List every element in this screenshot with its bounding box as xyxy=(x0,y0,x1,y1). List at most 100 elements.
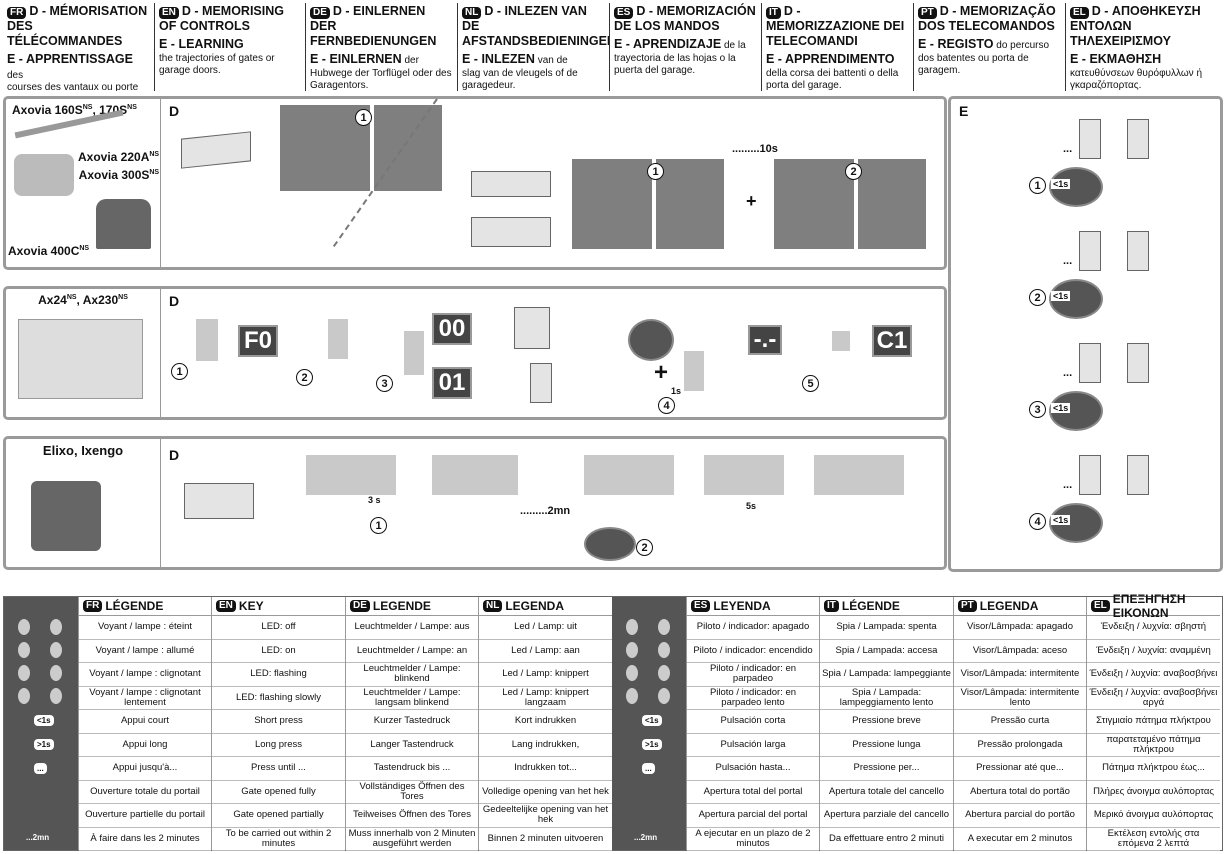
section-d-title: D - MEMORIZAÇÃO DOS TELECOMANDOS xyxy=(918,4,1056,33)
legend-row: Abertura parcial do portão xyxy=(954,804,1086,828)
legend-row: Visor/Lâmpada: intermitente xyxy=(954,663,1086,687)
legend-title-text: LÉGENDE xyxy=(841,599,900,613)
legend-row: Pressionar até que... xyxy=(954,757,1086,781)
legend-row: Pressione per... xyxy=(820,757,953,781)
legend-row: Leuchtmelder / Lampe: langsam blinkend xyxy=(346,687,478,710)
legend-row: Visor/Lâmpada: intermitente lento xyxy=(954,687,1086,710)
legend-row: Spia / Lampada: spenta xyxy=(820,616,953,640)
board-image xyxy=(306,455,396,495)
legend-row: Volledige opening van het hek xyxy=(479,781,612,804)
model-axovia300: Axovia 300S xyxy=(78,168,150,182)
lang-tag: FR xyxy=(7,7,27,19)
lamp-icon xyxy=(50,688,62,704)
legend-row: Voyant / lampe : clignotant lentement xyxy=(79,687,211,710)
step-number: 3 xyxy=(376,375,393,392)
control-box-image xyxy=(774,159,854,249)
timer-label: .........2mn xyxy=(520,505,571,517)
section-e-body: trayectoria de las hojas o la puerta del… xyxy=(614,52,736,77)
legend-row: Μερικό άνοιγμα αυλόπορτας xyxy=(1087,804,1220,828)
legend-row: Binnen 2 minuten uitvoeren xyxy=(479,828,612,851)
step-number: 4 xyxy=(658,397,675,414)
ellipsis: ... xyxy=(1063,479,1073,491)
lang-tag: FR xyxy=(83,600,103,612)
timer-icon: ...2mn xyxy=(634,833,658,842)
lamp-icon xyxy=(658,688,670,704)
legend-title-text: LEYENDA xyxy=(713,599,771,613)
lamp-icon xyxy=(50,665,62,681)
legend-row: Pressão curta xyxy=(954,710,1086,734)
model-axovia400: Axovia 400C xyxy=(8,244,80,258)
section-e-title: E - ΕΚΜΑΘΗΣΗ xyxy=(1070,52,1162,66)
lamp-icon xyxy=(658,665,670,681)
remote-icon xyxy=(628,319,674,361)
legend-row: Voyant / lampe : allumé xyxy=(79,640,211,663)
lamp-icon xyxy=(626,688,638,704)
step-number: 1 xyxy=(370,517,387,534)
lamp-icon xyxy=(50,642,62,658)
legend-row: LED: flashing xyxy=(212,663,345,687)
legend-row: Ένδειξη / λυχνία: σβηστή xyxy=(1087,616,1220,640)
section-e-body: the trajectories of gates or garage door… xyxy=(159,52,275,77)
legend-row: Ένδειξη / λυχνία: αναβοσβήνει xyxy=(1087,663,1220,687)
legend-row: Leuchtmelder / Lampe: aus xyxy=(346,616,478,640)
step-number: 1 xyxy=(647,163,664,180)
gate-leaf-icon xyxy=(1079,455,1101,495)
lamp-icon xyxy=(658,642,670,658)
control-box-image xyxy=(374,105,442,191)
section-e-body: slag van de vleugels of de garagedeur. xyxy=(462,67,578,92)
press-icon: >1s xyxy=(642,739,662,750)
step-number: 1 xyxy=(355,109,372,126)
legend-title-text: LÉGENDE xyxy=(105,599,164,613)
gate-leaf-icon xyxy=(1079,231,1101,271)
legend-row: Leuchtmelder / Lampe: an xyxy=(346,640,478,663)
legend-row: Kort indrukken xyxy=(479,710,612,734)
section-e-body: dos batentes ou porta de garagem. xyxy=(918,52,1029,77)
duration-5s: 5s xyxy=(746,501,757,511)
legend-row: Apertura parcial del portal xyxy=(687,804,819,828)
legend-row: Press until ... xyxy=(212,757,345,781)
section-e-title: E - APPRENTISSAGE xyxy=(7,52,133,66)
section-e-title: E - APRENDIZAJE xyxy=(614,37,722,51)
sup: NS xyxy=(149,169,160,176)
gate-leaf-icon xyxy=(1079,119,1101,159)
legend-title-text: ΕΠΕΞΗΓΗΣΗ ΕΙΚΟΝΩΝ xyxy=(1112,592,1186,620)
section-e-title: E - LEARNING xyxy=(159,37,244,51)
legend-row: LED: off xyxy=(212,616,345,640)
section-e-title: E - EINLERNEN xyxy=(310,52,402,66)
legend-row: Pulsación larga xyxy=(687,734,819,757)
plus-sign: + xyxy=(746,191,757,211)
control-box-image xyxy=(656,159,724,249)
lang-tag: DE xyxy=(310,7,330,19)
legend-row: παρατεταμένο πάτημα πλήκτρου xyxy=(1087,734,1220,757)
legend-icons: <1s>1s......2mn xyxy=(612,597,686,850)
control-box-image xyxy=(858,159,926,249)
lang-tag: DE xyxy=(350,600,370,612)
lamp-icon xyxy=(18,665,30,681)
gate-partial-icon xyxy=(530,363,552,403)
press-icon: ... xyxy=(642,763,655,774)
lamp-icon xyxy=(626,642,638,658)
button-panel xyxy=(832,331,850,351)
legend-row: Led / Lamp: knippert xyxy=(479,663,612,687)
legend-row: Kurzer Tastedruck xyxy=(346,710,478,734)
timer-icon: ...2mn xyxy=(26,833,50,842)
gate-leaf-icon xyxy=(1127,455,1149,495)
section-e-title: E - INLEZEN xyxy=(462,52,535,66)
sup: NS xyxy=(82,104,93,111)
legend-row: Spia / Lampada: accesa xyxy=(820,640,953,663)
model-ax24: Ax24 xyxy=(38,293,67,307)
press-duration: <1s xyxy=(1051,403,1071,413)
